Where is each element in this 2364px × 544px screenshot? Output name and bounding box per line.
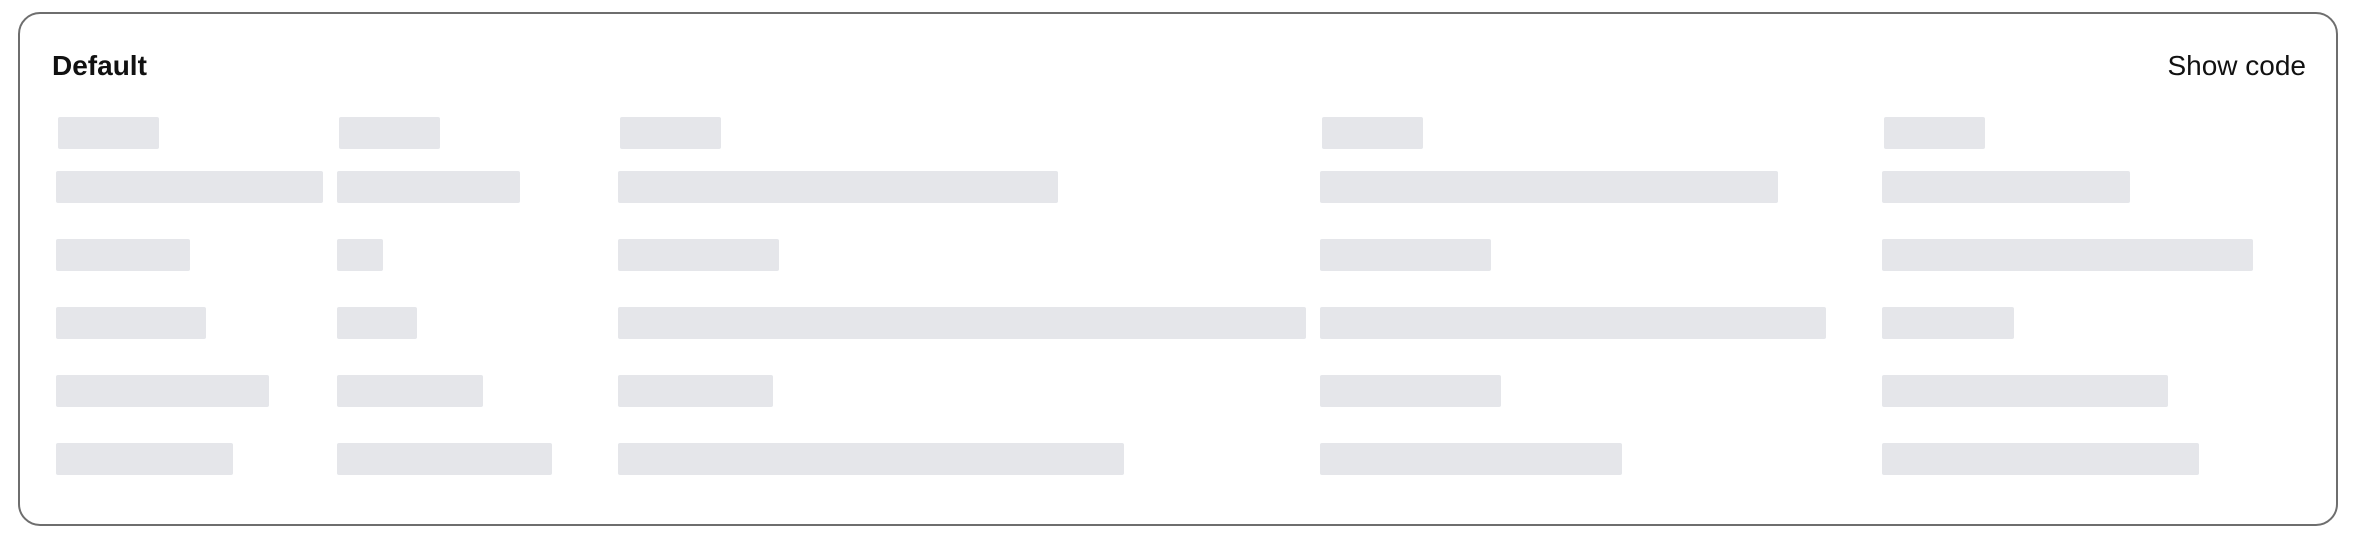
skeleton-cell [618,375,773,407]
example-card: Default Show code [18,12,2338,526]
skeleton-cell [56,375,269,407]
skeleton-table [20,14,2336,524]
skeleton-cell [1320,375,1501,407]
skeleton-cell [618,171,1058,203]
skeleton-cell [618,239,779,271]
skeleton-cell [1320,443,1622,475]
skeleton-cell [337,171,520,203]
skeleton-header-cell [339,117,440,149]
skeleton-cell [1320,239,1491,271]
skeleton-cell [1320,171,1778,203]
skeleton-cell [1882,171,2130,203]
skeleton-cell [618,443,1124,475]
skeleton-cell [56,443,233,475]
skeleton-header-cell [1322,117,1423,149]
skeleton-header-cell [620,117,721,149]
skeleton-cell [56,307,206,339]
skeleton-cell [337,443,552,475]
skeleton-cell [337,239,383,271]
skeleton-cell [337,307,417,339]
skeleton-cell [337,375,483,407]
show-code-link[interactable]: Show code [2167,50,2306,81]
skeleton-cell [1882,375,2168,407]
skeleton-header-cell [58,117,159,149]
skeleton-cell [56,171,323,203]
card-title: Default [52,50,147,81]
skeleton-header-cell [1884,117,1985,149]
skeleton-cell [618,307,1306,339]
skeleton-cell [1882,307,2014,339]
skeleton-cell [1882,443,2199,475]
skeleton-cell [1320,307,1826,339]
skeleton-cell [1882,239,2253,271]
skeleton-cell [56,239,190,271]
